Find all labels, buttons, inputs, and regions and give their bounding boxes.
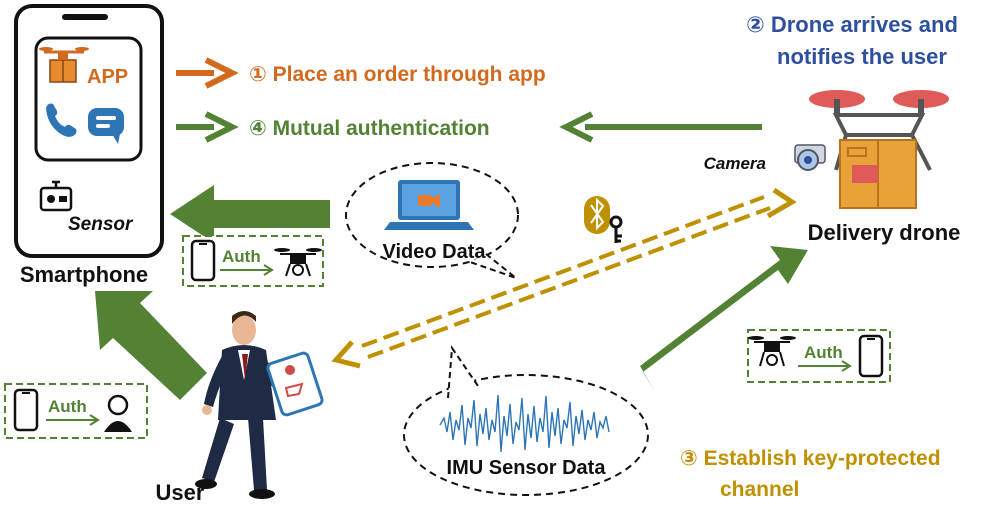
tablet-icon [266, 351, 324, 417]
chat-icon [88, 108, 124, 144]
camera-icon [794, 144, 826, 171]
imu-data-bubble: IMU Sensor Data [403, 345, 649, 496]
arrow-place-order [176, 57, 239, 89]
app-label: APP [87, 66, 128, 88]
arrow-key-channel [331, 187, 797, 369]
arrow-mutual-auth-phone [176, 111, 239, 143]
auth-box-drone-phone: Auth [747, 329, 891, 383]
auth-label-phone-drone: Auth [222, 247, 261, 266]
drone-icon [748, 336, 796, 367]
smartphone-icon [858, 334, 884, 378]
smartphone-icon [13, 388, 39, 432]
auth-box-phone-drone: Auth [182, 235, 324, 287]
auth-label-phone-user: Auth [48, 397, 87, 416]
arrow-user-to-phone [95, 291, 207, 400]
auth-box-phone-user: Auth [4, 383, 148, 439]
imu-waveform [439, 394, 610, 453]
delivery-drone-caption: Delivery drone [808, 220, 961, 245]
drone-icon [274, 248, 322, 277]
businessman-figure [195, 311, 324, 499]
video-data-bubble: Video Data [345, 162, 519, 279]
bluetooth-icon [584, 196, 610, 234]
step3-label-line2: channel [720, 478, 799, 501]
key-icon [609, 215, 623, 243]
user-caption: User [156, 480, 205, 505]
step4-label: ④ Mutual authentication [249, 117, 490, 140]
arrow-mutual-auth-drone [559, 111, 762, 143]
step2-label-line2: notifies the user [777, 44, 947, 69]
imu-data-label: IMU Sensor Data [447, 457, 607, 479]
step2-label-line1: ② Drone arrives and [746, 12, 958, 37]
smartphone-caption: Smartphone [20, 262, 148, 287]
delivery-drone [794, 90, 949, 209]
arrow-video-to-phone [170, 185, 330, 243]
step1-label: ① Place an order through app [249, 63, 546, 86]
video-laptop-icon [384, 180, 474, 230]
package-icon [39, 47, 89, 83]
smartphone-icon [190, 239, 216, 282]
step3-label-line1: ③ Establish key-protected [680, 447, 941, 470]
user-icon [104, 394, 132, 432]
phone-call-icon [46, 103, 77, 137]
camera-label: Camera [704, 154, 766, 173]
sensor-icon [39, 180, 73, 212]
auth-label-drone-phone: Auth [804, 343, 843, 362]
video-data-label: Video Data [383, 241, 487, 263]
arrow-imu-to-drone [640, 246, 808, 392]
sensor-label: Sensor [68, 214, 134, 235]
smartphone: APP Sensor [14, 4, 164, 258]
